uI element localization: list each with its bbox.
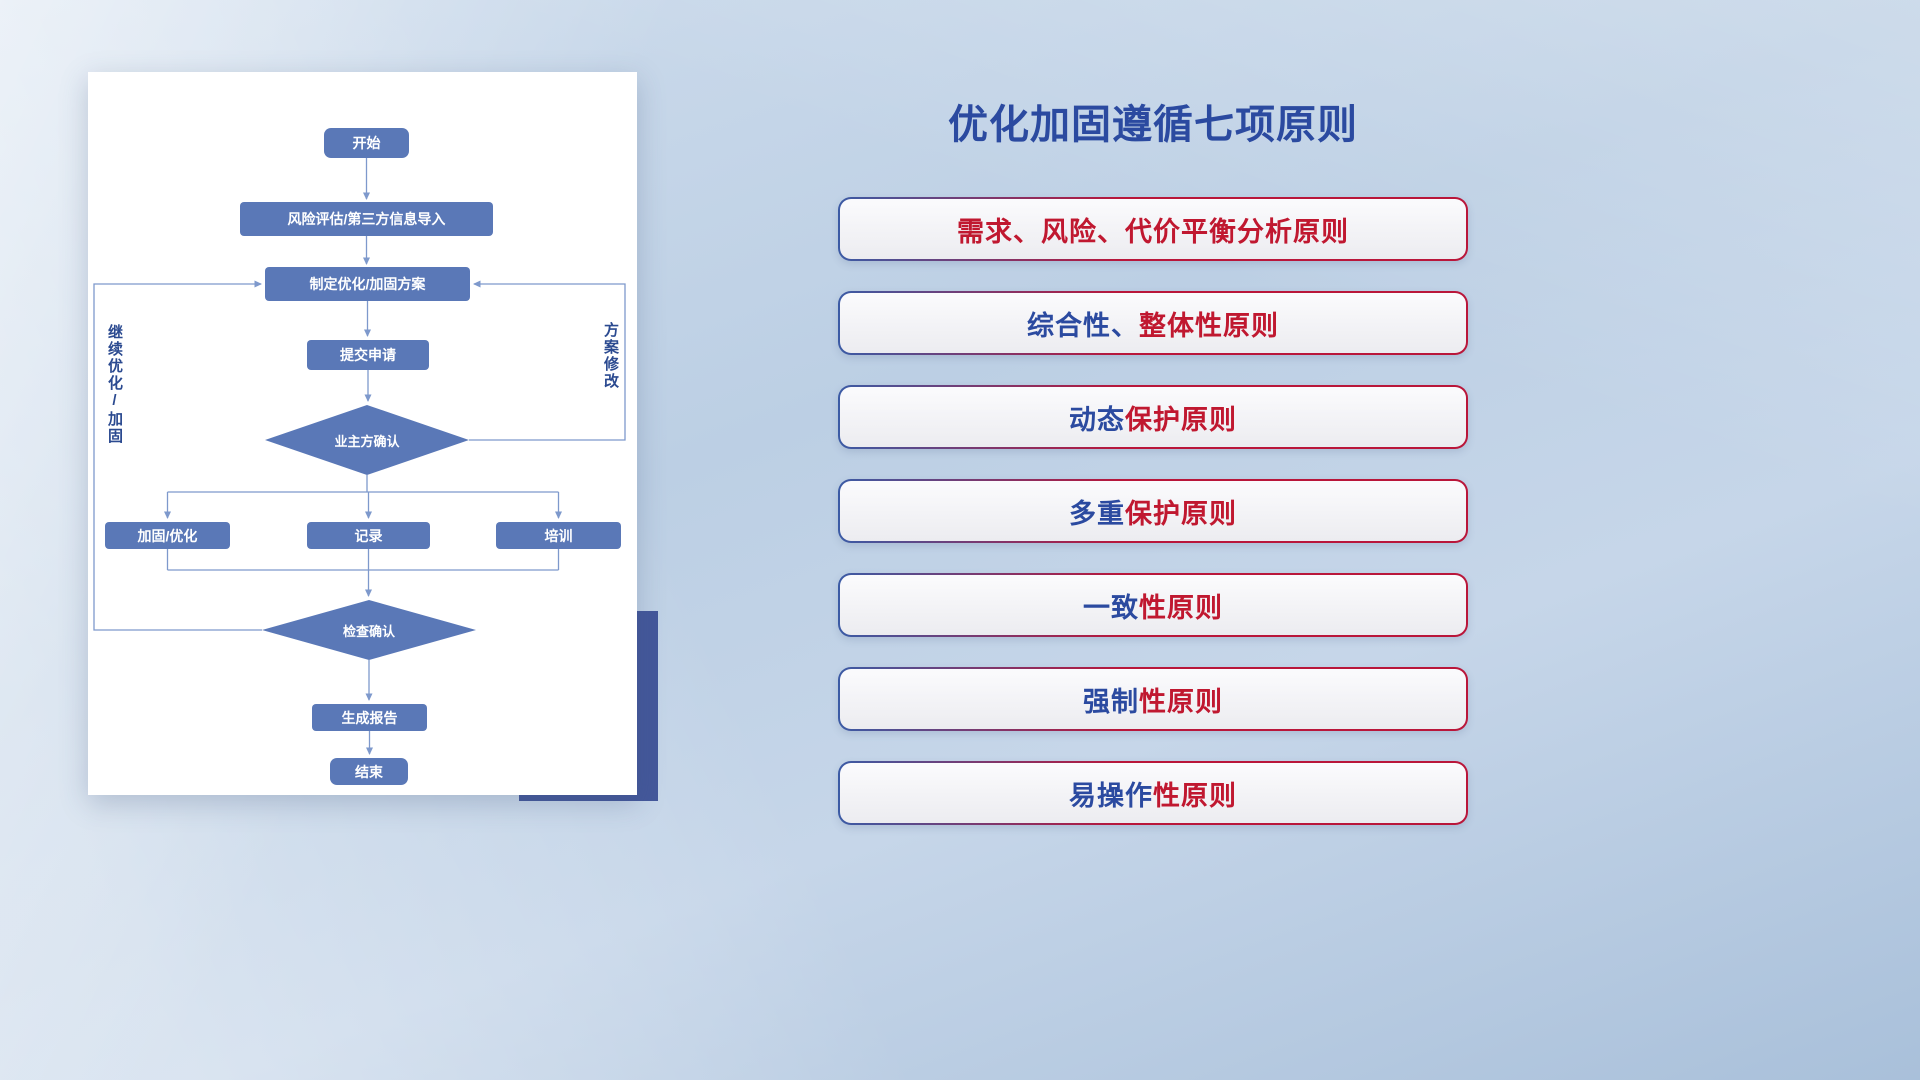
principle-text-5: 一致性原则 <box>840 575 1466 635</box>
principle-box-1: 需求、风险、代价平衡分析原则 <box>838 197 1468 261</box>
principle-box-2: 综合性、整体性原则 <box>838 291 1468 355</box>
principle-1-red-segment: 需求、风险、代价平衡分析原则 <box>957 216 1349 247</box>
loop-label-plan-modify: 方案修改 <box>602 322 619 390</box>
flow-node-owner-confirm: 业主方确认 <box>334 433 400 449</box>
flow-node-report: 生成报告 <box>312 704 427 731</box>
flow-node-submit: 提交申请 <box>307 340 429 370</box>
principle-box-3: 动态保护原则 <box>838 385 1468 449</box>
flow-node-reinforce: 加固/优化 <box>105 522 230 549</box>
principle-text-1: 需求、风险、代价平衡分析原则 <box>840 199 1466 259</box>
principle-3-blue-segment: 动态 <box>1069 404 1125 435</box>
principle-box-6: 强制性原则 <box>838 667 1468 731</box>
principle-7-blue-segment: 易操作 <box>1069 780 1153 811</box>
principle-6-red-segment: 性原则 <box>1139 686 1223 717</box>
principle-text-7: 易操作性原则 <box>840 763 1466 823</box>
loop-label-continue-optimize: 继续优化/加固 <box>106 324 123 445</box>
owner-confirm-diamond <box>265 405 469 475</box>
principles-list: 需求、风险、代价平衡分析原则 综合性、整体性原则 动态保护原则 多重保护原则 一… <box>838 197 1468 855</box>
page-title: 优化加固遵循七项原则 <box>948 103 1358 147</box>
principle-box-7: 易操作性原则 <box>838 761 1468 825</box>
flow-node-training: 培训 <box>496 522 621 549</box>
flow-node-risk-import: 风险评估/第三方信息导入 <box>240 202 493 236</box>
check-confirm-diamond <box>262 600 476 660</box>
principle-text-6: 强制性原则 <box>840 669 1466 729</box>
principle-6-blue-segment: 强制 <box>1083 686 1139 717</box>
flow-node-end: 结束 <box>330 758 408 785</box>
principle-4-blue-segment: 多重 <box>1069 498 1125 529</box>
principle-box-4: 多重保护原则 <box>838 479 1468 543</box>
principle-text-4: 多重保护原则 <box>840 481 1466 541</box>
flow-node-start: 开始 <box>324 128 409 158</box>
flow-node-record: 记录 <box>307 522 430 549</box>
flowchart-card: 开始 风险评估/第三方信息导入 制定优化/加固方案 提交申请 业主方确认 加固/… <box>88 72 637 795</box>
principle-5-blue-segment: 一致 <box>1083 592 1139 623</box>
principle-4-red-segment: 保护原则 <box>1125 498 1237 529</box>
principle-text-2: 综合性、整体性原则 <box>840 293 1466 353</box>
principle-text-3: 动态保护原则 <box>840 387 1466 447</box>
principle-5-red-segment: 性原则 <box>1139 592 1223 623</box>
flow-node-make-plan: 制定优化/加固方案 <box>265 267 470 301</box>
flow-connectors <box>93 158 626 755</box>
principle-box-5: 一致性原则 <box>838 573 1468 637</box>
principle-2-blue-segment: 综合性、 <box>1027 310 1139 341</box>
principle-2-red-segment: 整体性原则 <box>1139 310 1279 341</box>
flow-node-check-confirm: 检查确认 <box>342 623 395 639</box>
principle-3-red-segment: 保护原则 <box>1125 404 1237 435</box>
principle-7-red-segment: 性原则 <box>1153 780 1237 811</box>
